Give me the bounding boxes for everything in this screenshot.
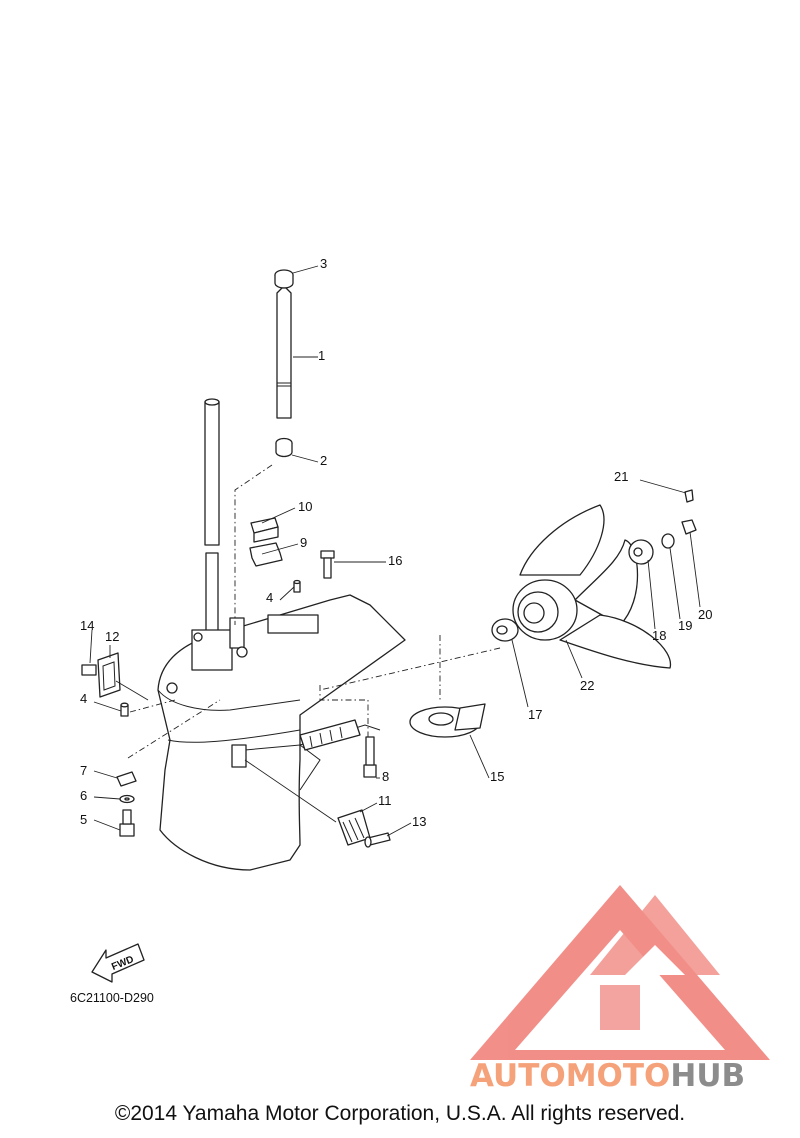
callout-10: 10 [298, 499, 312, 514]
drawing-code: 6C21100-D290 [70, 991, 154, 1005]
part-7-washer [116, 771, 137, 787]
callout-17: 17 [528, 707, 542, 722]
callout-20: 20 [698, 607, 712, 622]
part-14-nut [81, 664, 97, 676]
part-16-bolt [320, 550, 335, 579]
callout-4: 4 [266, 590, 273, 605]
callout-21: 21 [614, 469, 628, 484]
part-21-cotter-pin [684, 489, 694, 503]
part-20-nut [681, 519, 697, 535]
part-10-grommet [250, 517, 279, 543]
callout-22: 22 [580, 678, 594, 693]
callout-5: 5 [80, 812, 87, 827]
callout-19: 19 [678, 618, 692, 633]
fwd-arrow: FWD [91, 943, 145, 983]
callout-9: 9 [300, 535, 307, 550]
watermark-text: AUTOMOTOHUB [470, 1058, 745, 1094]
part-13-screw [364, 832, 391, 848]
callout-4: 4 [80, 691, 87, 706]
copyright-notice: ©2014 Yamaha Motor Corporation, U.S.A. A… [114, 1102, 686, 1125]
part-4-dowel-lower [120, 702, 129, 717]
part-18-spacer [628, 539, 654, 565]
part-4-dowel-upper [293, 579, 301, 593]
part-17-washer [491, 618, 519, 642]
vertical-shaft [204, 398, 220, 641]
part-12-anode [97, 652, 121, 698]
watermark-text-part1: AUTOMOTO [470, 1058, 670, 1094]
drive-shaft-assembly [274, 269, 294, 458]
part-15-thrust-washer [409, 703, 486, 738]
callout-16: 16 [388, 553, 402, 568]
part-19-washer [661, 533, 675, 549]
reference-lines [127, 464, 501, 759]
part-8-bolt [363, 736, 377, 778]
callout-11: 11 [378, 793, 392, 808]
callout-3: 3 [320, 256, 327, 271]
callout-2: 2 [320, 453, 327, 468]
part-6-washer [119, 794, 135, 804]
callout-15: 15 [490, 769, 504, 784]
callout-6: 6 [80, 788, 87, 803]
part-22-propeller [512, 504, 672, 669]
watermark-logo [470, 885, 770, 1060]
callout-8: 8 [382, 769, 389, 784]
callout-18: 18 [652, 628, 666, 643]
watermark-text-part2: HUB [670, 1058, 745, 1094]
callout-1: 1 [318, 348, 325, 363]
callout-14: 14 [80, 618, 94, 633]
part-9-plate [249, 542, 283, 567]
callout-7: 7 [80, 763, 87, 778]
leader-lines [89, 265, 701, 837]
part-5-bolt [119, 809, 135, 837]
callout-13: 13 [412, 814, 426, 829]
lower-casing [157, 594, 406, 871]
callout-12: 12 [105, 629, 119, 644]
